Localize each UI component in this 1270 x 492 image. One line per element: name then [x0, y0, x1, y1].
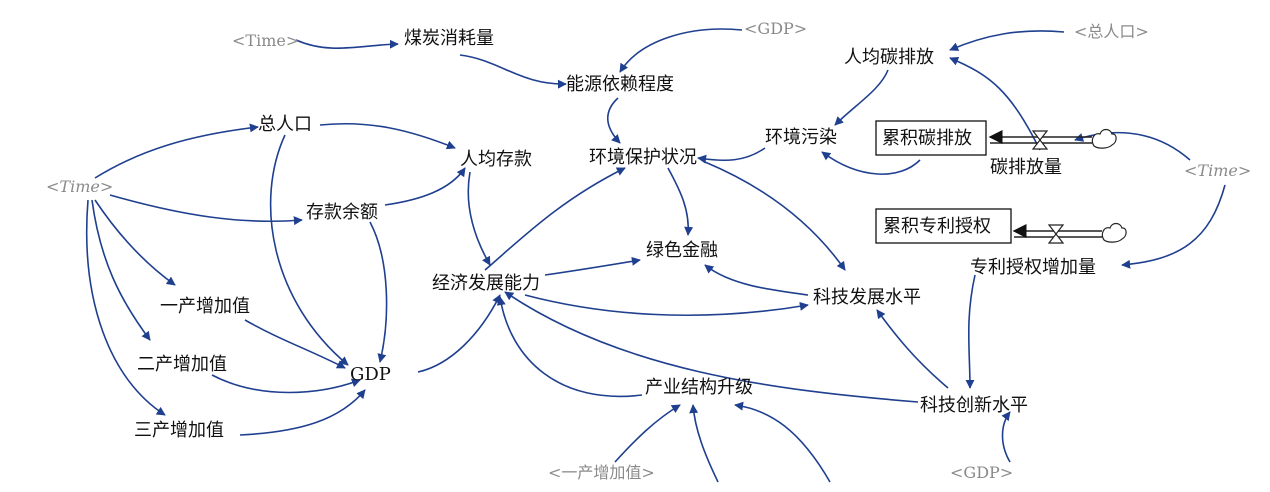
link-tertiary-in-to-upgrade — [734, 401, 831, 483]
var-emission-rate: 碳排放量 — [990, 157, 1062, 178]
cloud-icon-patent — [1101, 222, 1127, 243]
var-savings-balance: 存款余额 — [306, 202, 378, 223]
link-primary-to-gdp — [244, 319, 346, 369]
shadow-gdp-top: <GDP> — [744, 19, 807, 38]
link-cumcarbon-to-pollution — [821, 151, 921, 175]
var-coal-consumption: 煤炭消耗量 — [404, 28, 494, 49]
link-envprot-to-green — [667, 167, 694, 236]
cloud-icon-carbon — [1091, 128, 1117, 149]
link-tertiary-to-gdp — [239, 389, 366, 436]
shadow-variables: <Time> <GDP> <总人口> <Time> <Time> <一产增加值>… — [46, 19, 1251, 482]
link-time-to-primary — [94, 199, 176, 286]
shadow-total-population: <总人口> — [1074, 22, 1149, 41]
link-pollution-to-envprot — [697, 147, 766, 164]
shadow-time-left: <Time> — [46, 177, 113, 196]
link-innovation-to-econ — [504, 291, 919, 403]
link-gdp-to-innovation — [1001, 411, 1011, 463]
var-patent-increase: 专利授权增加量 — [970, 257, 1096, 278]
var-secondary-value: 二产增加值 — [137, 354, 227, 375]
shadow-time-right: <Time> — [1184, 161, 1251, 180]
link-envprot-to-tech — [704, 161, 846, 271]
link-pop-to-carbonpc — [949, 30, 1065, 51]
var-env-pollution: 环境污染 — [765, 127, 837, 148]
link-emission-to-carbonpc — [949, 57, 1041, 151]
valve-icon-patent — [1047, 224, 1065, 244]
link-pop-to-savingspc — [319, 122, 456, 150]
link-time-to-patent — [1121, 184, 1226, 269]
link-time-to-balance — [109, 194, 303, 226]
link-secondary-in-to-upgrade — [689, 404, 719, 483]
var-gdp: GDP — [350, 364, 391, 385]
stock-box-cumulative-carbon — [875, 120, 987, 156]
link-time-to-pop — [94, 123, 259, 179]
var-savings-per-capita: 人均存款 — [460, 149, 532, 170]
link-time-to-coal — [295, 39, 399, 49]
link-time-to-emission — [1074, 131, 1191, 161]
var-carbon-per-capita: 人均碳排放 — [844, 47, 934, 68]
link-innovation-to-tech — [876, 309, 949, 389]
link-upgrade-to-econ — [496, 296, 643, 398]
link-gdp-to-energy — [619, 28, 743, 73]
link-carbon-to-pollution — [834, 69, 889, 126]
link-time-to-secondary — [91, 199, 151, 341]
var-tech-level: 科技发展水平 — [813, 287, 921, 308]
var-industry-upgrade: 产业结构升级 — [645, 377, 753, 398]
link-econ-to-tech — [524, 294, 809, 317]
stock-label-cumulative-carbon: 累积碳排放 — [882, 128, 972, 149]
link-econ-to-green — [544, 256, 641, 276]
var-env-protection: 环境保护状况 — [589, 147, 697, 168]
shadow-time-top: <Time> — [232, 31, 299, 50]
link-energy-to-envprot — [606, 97, 621, 144]
stock-flow-structures — [875, 120, 1127, 244]
link-patent-to-innovation — [965, 274, 976, 389]
variable-labels: 煤炭消耗量 能源依赖程度 环境保护状况 环境污染 人均碳排放 总人口 人均存款 … — [134, 28, 1096, 441]
causal-links — [85, 28, 1226, 483]
var-total-population: 总人口 — [258, 114, 312, 135]
link-savingspc-to-econ — [467, 171, 491, 266]
var-primary-value: 一产增加值 — [160, 296, 250, 317]
link-shadowprimary-to-upgrade — [614, 404, 681, 463]
link-time-to-tertiary — [85, 199, 166, 416]
stock-box-cumulative-patents — [875, 208, 1012, 244]
link-coal-to-energy — [459, 54, 567, 89]
var-economic-capacity: 经济发展能力 — [432, 273, 540, 294]
link-econ-to-envprot — [484, 167, 626, 271]
var-tertiary-value: 三产增加值 — [134, 420, 224, 441]
stock-label-cumulative-patents: 累积专利授权 — [883, 216, 991, 237]
link-pop-to-gdp — [269, 134, 349, 366]
link-tech-to-green — [704, 264, 809, 296]
link-balance-to-gdp — [369, 221, 388, 363]
link-gdp-to-econ — [417, 294, 501, 373]
var-green-finance: 绿色金融 — [646, 240, 718, 261]
var-energy-dependence: 能源依赖程度 — [566, 74, 674, 95]
valve-icon-carbon — [1031, 130, 1049, 150]
shadow-gdp-bottom: <GDP> — [950, 463, 1013, 482]
var-tech-innovation: 科技创新水平 — [920, 395, 1028, 416]
shadow-primary-value: <一产增加值> — [548, 463, 655, 482]
link-balance-to-savingspc — [384, 167, 466, 206]
link-secondary-to-gdp — [211, 374, 361, 394]
